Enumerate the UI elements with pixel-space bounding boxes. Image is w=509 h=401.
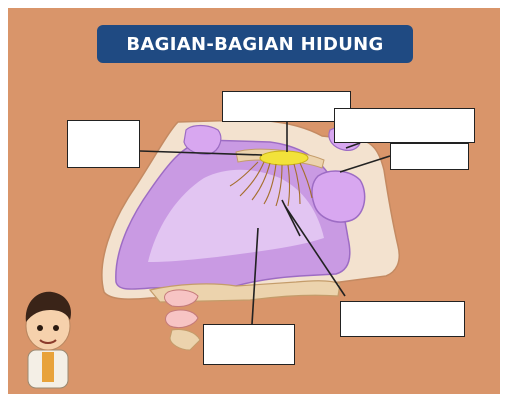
label-box-top-center[interactable] — [222, 91, 351, 122]
sphenoid-sinus — [312, 171, 365, 222]
cartoon-boy — [26, 292, 71, 388]
chin — [170, 329, 200, 350]
label-box-right[interactable] — [390, 143, 469, 170]
label-box-top-right[interactable] — [334, 108, 475, 143]
label-box-bottom-center[interactable] — [203, 324, 295, 365]
frontal-sinus — [184, 126, 221, 155]
label-box-left[interactable] — [67, 120, 140, 168]
lower-lip — [166, 310, 199, 328]
olfactory-bulb — [260, 151, 308, 165]
page-title: BAGIAN-BAGIAN HIDUNG — [97, 25, 413, 63]
upper-lip — [165, 290, 198, 307]
label-box-bottom-right[interactable] — [340, 301, 465, 337]
